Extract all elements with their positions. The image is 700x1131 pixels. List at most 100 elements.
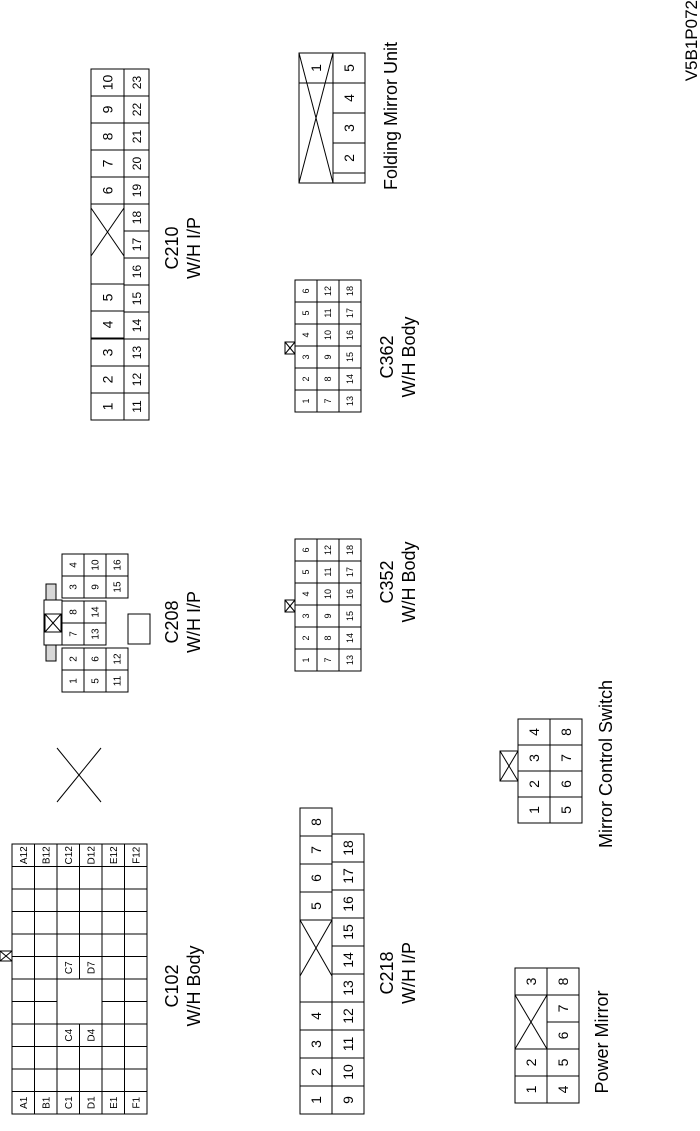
c102-cell <box>101 1001 125 1025</box>
c102-cell <box>124 1046 148 1070</box>
c210-pin-label: 13 <box>130 346 144 360</box>
c210-pin-label: 3 <box>100 348 116 356</box>
c208-lock-x <box>44 613 62 633</box>
c102-cell <box>11 1046 35 1070</box>
c352-pin-label: 14 <box>345 633 355 643</box>
c210-pin-label: 16 <box>130 265 144 279</box>
folding-mirror-cell <box>298 82 334 184</box>
c218-pin-label: 18 <box>340 840 356 856</box>
c208-pin-label: 5 <box>91 678 102 684</box>
c208-pin-label: 14 <box>91 606 102 618</box>
c102-pin-label: D4 <box>86 1028 97 1041</box>
c102-cell <box>79 888 103 912</box>
c102-cell <box>124 956 148 980</box>
folding-mirror-pin-label: 5 <box>341 64 357 72</box>
c362-pin-label: 15 <box>345 352 355 362</box>
c102-cell <box>101 933 125 957</box>
mirror-switch-pin-label: 5 <box>558 806 574 814</box>
power-mirror-pin-label: 4 <box>555 1085 571 1093</box>
c218-pin-label: 12 <box>340 1008 356 1024</box>
c218-pin-label: 2 <box>308 1068 324 1076</box>
c102-pin-label: D7 <box>86 961 97 974</box>
c210-pin-label: 5 <box>100 293 116 301</box>
c102-cell <box>101 911 125 935</box>
c218-pin-label: 3 <box>308 1040 324 1048</box>
c352-pin-label: 10 <box>323 589 333 599</box>
c352-lock-x <box>284 599 296 613</box>
c102-cell <box>101 866 125 890</box>
c102-pin-label: A1 <box>19 1096 30 1109</box>
c102-cell <box>34 911 58 935</box>
c208-pin-label: 7 <box>69 631 80 637</box>
c208-pin-label: 1 <box>69 678 80 684</box>
c210-pin-label: 9 <box>100 105 116 113</box>
c102-cell <box>79 911 103 935</box>
c362-pin-label: 4 <box>301 332 311 337</box>
mirror-switch-pin-label: 6 <box>558 780 574 788</box>
c362-pin-label: 17 <box>345 308 355 318</box>
c102-cell <box>79 1068 103 1092</box>
c210-pin-label: 7 <box>100 159 116 167</box>
folding-mirror-cell <box>332 52 366 84</box>
c102-cell <box>56 1046 80 1070</box>
c102-cell <box>124 933 148 957</box>
c352-harness: W/H Body <box>399 541 419 622</box>
c218-cell <box>331 833 365 863</box>
c208-latch-left <box>45 644 57 662</box>
c362-pin-label: 3 <box>301 354 311 359</box>
c208-side-tab <box>127 613 151 645</box>
c362-pin-label: 13 <box>345 396 355 406</box>
power-mirror-pin-label: 5 <box>555 1058 571 1066</box>
c362-pin-label: 10 <box>323 330 333 340</box>
c352-pin-label: 11 <box>323 567 333 576</box>
c362-pin-label: 9 <box>323 354 333 359</box>
c208-pin-label: 8 <box>69 609 80 615</box>
c102-pin-label: F1 <box>131 1096 142 1108</box>
folding-mirror-pin-label: 4 <box>341 94 357 102</box>
c218-pin-label: 10 <box>340 1064 356 1080</box>
c102-cell <box>79 933 103 957</box>
c102-pin-label: A12 <box>19 846 30 864</box>
c208-pin-label: 4 <box>69 562 80 568</box>
c102-cell <box>11 1068 35 1092</box>
c210-cell <box>123 68 150 97</box>
c210-pin-label: 1 <box>100 402 116 410</box>
c352-pin-label: 8 <box>323 635 333 640</box>
c102-cell <box>101 956 125 980</box>
c208-pin-label: 2 <box>69 656 80 662</box>
power-mirror-name: Power Mirror <box>592 990 612 1093</box>
c208-pin-label: 13 <box>91 628 102 640</box>
c218-pin-label: 5 <box>308 902 324 910</box>
c102-pin-label: D1 <box>86 1096 97 1109</box>
c352-pin-label: 4 <box>301 591 311 596</box>
c102-cell <box>56 866 80 890</box>
c362-pin-label: 8 <box>323 376 333 381</box>
mirror-switch-cell <box>549 718 583 746</box>
c208-pin-label: 10 <box>91 559 102 571</box>
c102-pin-label: C7 <box>64 961 75 974</box>
c218-cell <box>299 807 333 837</box>
folding-mirror-name: Folding Mirror Unit <box>381 42 401 190</box>
c102-cell <box>56 1068 80 1092</box>
c208-cell <box>105 553 129 577</box>
c352-pin-label: 15 <box>345 611 355 621</box>
c210-pin-label: 6 <box>100 186 116 194</box>
c102-cell <box>124 843 148 867</box>
c102-cell <box>11 956 35 980</box>
c210-pin-label: 10 <box>100 75 116 91</box>
c210-pin-label: 17 <box>130 238 144 252</box>
power-mirror-pin-label: 3 <box>523 977 539 985</box>
c218-pin-label: 4 <box>308 1012 324 1020</box>
c102-cell <box>11 1023 35 1047</box>
c102-cell <box>11 888 35 912</box>
